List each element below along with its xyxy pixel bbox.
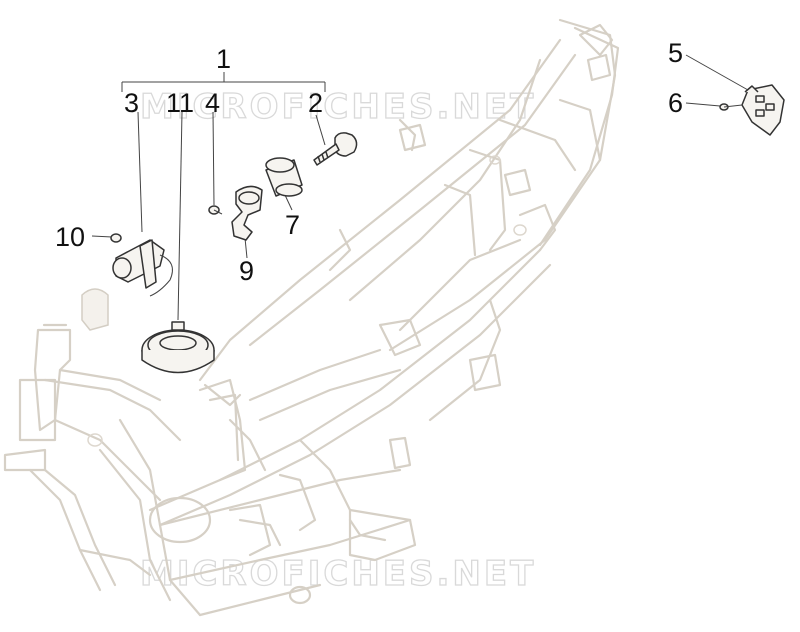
callout-6: 6	[668, 88, 683, 118]
scooter-frame	[3, 18, 620, 617]
lock-cylinder-ghost	[81, 288, 109, 331]
seat-lock-icon	[112, 239, 173, 297]
lock-clamp-icon	[231, 185, 263, 241]
key-icon	[313, 132, 358, 166]
watermark-bottom: MICROFICHES.NET	[140, 554, 536, 594]
callout-1: 1	[216, 44, 231, 74]
bracket-screw-icon	[719, 103, 743, 111]
lock-bushing-icon	[265, 157, 303, 197]
callout-5: 5	[668, 38, 683, 68]
bracket-plate-icon	[741, 84, 785, 136]
callout-2: 2	[308, 88, 323, 118]
callout-7: 7	[285, 210, 300, 240]
callout-4: 4	[205, 88, 220, 118]
watermark-top: MICROFICHES.NET	[140, 87, 536, 127]
callout-9: 9	[239, 256, 254, 286]
callout-3: 3	[124, 88, 139, 118]
leader-lines	[91, 54, 749, 321]
seat-lock-screw-icon	[110, 233, 122, 243]
callout-10: 10	[55, 222, 85, 252]
screw-icon	[208, 205, 223, 215]
fuel-cap-lock-icon	[141, 321, 215, 374]
callout-11: 11	[166, 88, 194, 118]
